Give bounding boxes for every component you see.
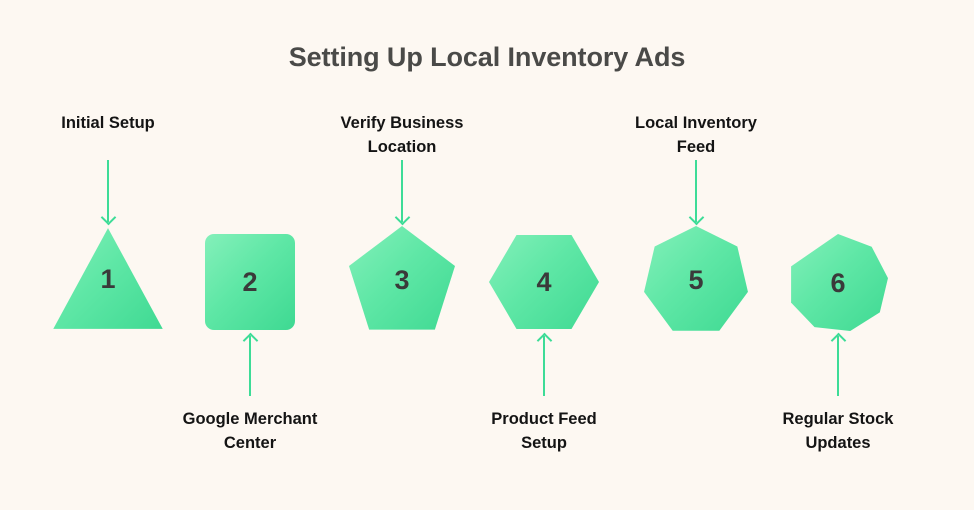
step-5: Local Inventory Feed 5 xyxy=(601,100,791,480)
step-3-number: 3 xyxy=(394,264,410,295)
step-6-shape-octagon[interactable]: 6 xyxy=(787,234,889,332)
step-5-number: 5 xyxy=(688,264,704,295)
heptagon-icon xyxy=(644,226,748,331)
step-3-arrow-down-icon xyxy=(401,160,403,222)
step-1: Initial Setup 1 xyxy=(13,100,203,480)
step-6: Regular Stock Updates 6 xyxy=(743,100,933,480)
step-5-label: Local Inventory Feed xyxy=(635,114,757,156)
step-4: Product Feed Setup 4 xyxy=(449,100,639,480)
step-2: Google Merchant Center 2 xyxy=(155,100,345,480)
step-4-arrow-up-icon xyxy=(543,336,545,396)
step-2-label: Google Merchant Center xyxy=(182,410,318,452)
step-5-shape-heptagon[interactable]: 5 xyxy=(643,226,749,334)
step-6-number: 6 xyxy=(830,267,846,298)
step-5-arrow-down-icon xyxy=(695,160,697,222)
step-6-arrow-up-icon xyxy=(837,336,839,396)
step-2-number: 2 xyxy=(242,266,258,297)
step-2-arrow-up-icon xyxy=(249,336,251,396)
step-2-shape-square[interactable]: 2 xyxy=(205,234,295,330)
step-6-label: Regular Stock Updates xyxy=(782,410,894,452)
step-4-number: 4 xyxy=(536,266,552,297)
step-3-shape-pentagon[interactable]: 3 xyxy=(349,226,455,334)
step-1-arrow-down-icon xyxy=(107,160,109,222)
step-3: Verify Business Location 3 xyxy=(307,100,497,480)
step-1-label: Initial Setup xyxy=(61,114,155,132)
step-4-label: Product Feed Setup xyxy=(491,410,597,452)
step-3-label: Verify Business Location xyxy=(340,114,464,156)
page-title: Setting Up Local Inventory Ads xyxy=(288,42,686,72)
step-4-shape-hexagon[interactable]: 4 xyxy=(489,232,599,332)
step-1-shape-triangle[interactable]: 1 xyxy=(51,226,165,332)
square-icon xyxy=(205,234,295,330)
step-1-number: 1 xyxy=(100,263,116,294)
